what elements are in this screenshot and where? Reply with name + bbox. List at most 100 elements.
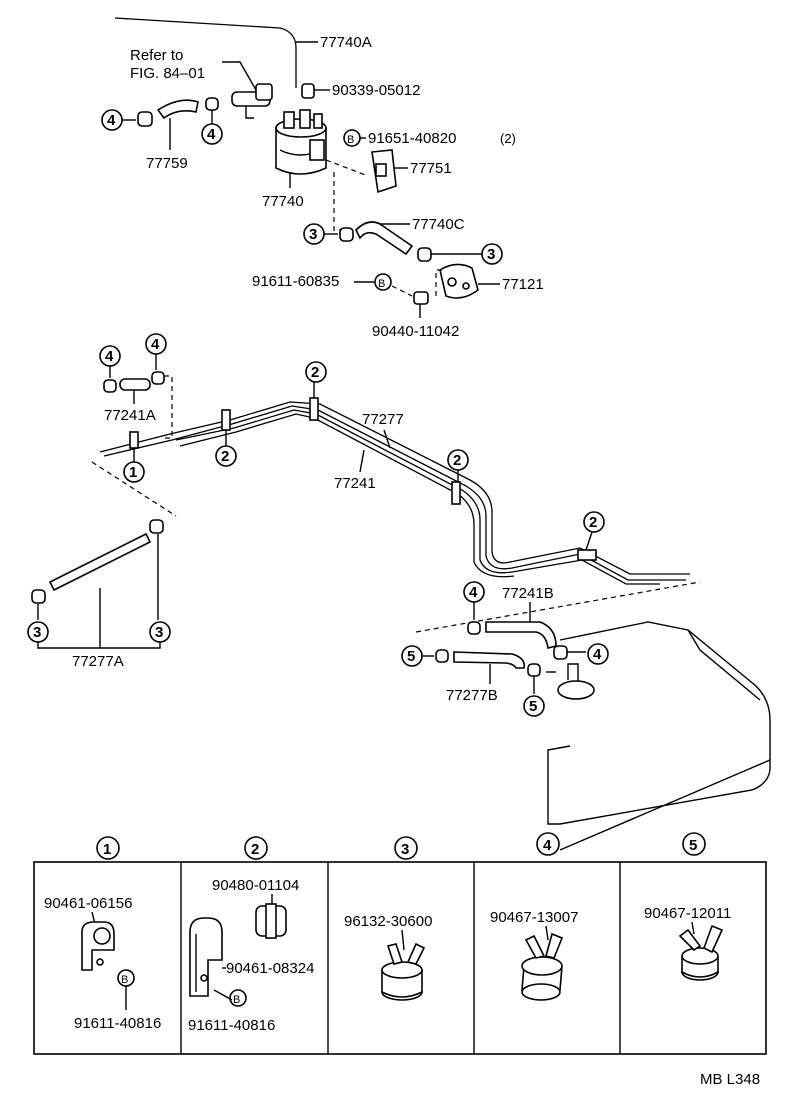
label-90339-05012: 90339-05012 [332,82,420,99]
refer-note-line1: Refer to [130,47,183,64]
fuel-tank-outline [546,621,771,825]
callout-3-77277A-left: 3 [27,621,49,643]
legend-col1-part-b: 91611-40816 [74,1015,161,1032]
svg-text:B: B [121,974,128,986]
clamp-77277B-right [527,663,541,677]
label-77740A: 77740A [320,34,372,51]
svg-text:2: 2 [221,448,229,465]
callout-4-mid: 4 [201,123,223,145]
hose-77241B [485,621,557,649]
svg-text:2: 2 [251,841,259,858]
svg-text:5: 5 [529,698,537,715]
figure-code: MB L348 [700,1071,760,1088]
legend-col1-bolt-B: B [117,969,135,987]
legend-col2-part-b: 90461-08324 [226,960,314,977]
callout-4-77241A-left: 4 [99,345,121,367]
svg-text:B: B [347,134,354,146]
label-77751: 77751 [410,160,452,177]
callout-1-pipe: 1 [123,461,145,483]
callout-3-canister: 3 [303,223,325,245]
svg-text:4: 4 [469,584,478,601]
grommet-90480-01104-drawing [255,903,287,939]
callout-4-left: 4 [101,109,123,131]
clamp-77241B-left [467,621,481,635]
callout-4-77241B-right: 4 [587,643,609,665]
label-77277B: 77277B [446,687,498,704]
label-77121: 77121 [502,276,544,293]
legend-header-4: 4 [536,832,560,856]
charcoal-canister-77740 [275,109,327,175]
clamp-2-on-pipe-b [309,397,319,421]
clamp-77241A-right [151,371,165,385]
legend-header-2: 2 [244,836,268,860]
hose-90440 [413,291,429,305]
clamp-90461-08324-drawing [189,917,223,997]
hose-77740C [355,221,414,256]
hose-77277B [453,651,526,669]
hose-77277A [48,532,152,592]
svg-text:1: 1 [103,841,111,858]
clamp-77241B-right [553,645,568,660]
hose-77241A [119,378,151,391]
callout-2-pipe-b: 2 [305,361,327,383]
clamp-77740C-upper [339,227,354,242]
callout-2-pipe-a: 2 [215,445,237,467]
label-77277: 77277 [362,411,404,428]
callout-2-pipe-c: 2 [447,449,469,471]
fuel-pipes-77241-77277 [99,401,690,585]
clamp-77277A-upper [149,519,164,534]
refer-note-line2: FIG. 84–01 [130,65,205,82]
svg-text:5: 5 [407,648,415,665]
svg-text:2: 2 [453,452,461,469]
callout-4-77241B-left: 4 [463,581,485,603]
legend-col2-part-a: 90480-01104 [212,877,299,894]
svg-text:B: B [233,994,240,1006]
vacuum-valve [231,83,273,119]
legend-header-5: 5 [682,832,706,856]
clamp-2-on-pipe-a [221,409,231,431]
label-77241A: 77241A [104,407,156,424]
svg-text:1: 1 [129,464,137,481]
bracket-77751 [371,149,397,194]
legend-col5-part-a: 90467-12011 [644,905,731,922]
svg-text:2: 2 [589,514,597,531]
legend-col1-part-a: 90461-06156 [44,895,132,912]
label-91651-40820: 91651-40820 [368,130,456,147]
svg-text:4: 4 [105,348,114,365]
legend-col2-part-c: 91611-40816 [188,1017,275,1034]
legend-header-3: 3 [394,836,418,860]
legend-col2-bolt-B: B [229,989,247,1007]
label-77277A: 77277A [72,653,124,670]
hose-clamp-96132-30600-drawing [381,942,426,1001]
label-91611-60835: 91611-60835 [252,273,339,290]
label-77241: 77241 [334,475,376,492]
clamp-2-on-pipe-c [451,481,461,505]
hose-clamp-90467-12011-drawing [678,924,724,981]
legend-col4-part-a: 90467-13007 [490,909,578,926]
callout-4-77241A-right: 4 [145,333,167,355]
clamp-1-on-pipe [129,431,139,449]
hose-77759 [156,99,199,120]
svg-text:5: 5 [689,837,697,854]
label-77241B: 77241B [502,585,554,602]
label-77740: 77740 [262,193,304,210]
label-90440-11042: 90440-11042 [372,323,459,340]
clamp-90461-06156-drawing [81,921,115,971]
svg-text:B: B [378,278,385,290]
callout-3-77277A-right: 3 [149,621,171,643]
svg-text:3: 3 [487,246,495,263]
legend-header-1: 1 [96,836,120,860]
clamp-77241A-left [103,379,117,393]
clamp-77740C-lower [417,247,432,262]
plug-90339 [301,83,315,99]
hose-clamp-90467-13007-drawing [521,932,564,1001]
svg-text:3: 3 [155,624,163,641]
label-77759: 77759 [146,155,188,172]
valve-77121 [439,263,479,299]
callout-5-77277B-left: 5 [401,645,423,667]
callout-5-77277B-right: 5 [523,695,545,717]
svg-text:4: 4 [151,336,160,353]
clamp-77277B-left [435,649,449,663]
clamp-77277A-lower [31,589,46,604]
